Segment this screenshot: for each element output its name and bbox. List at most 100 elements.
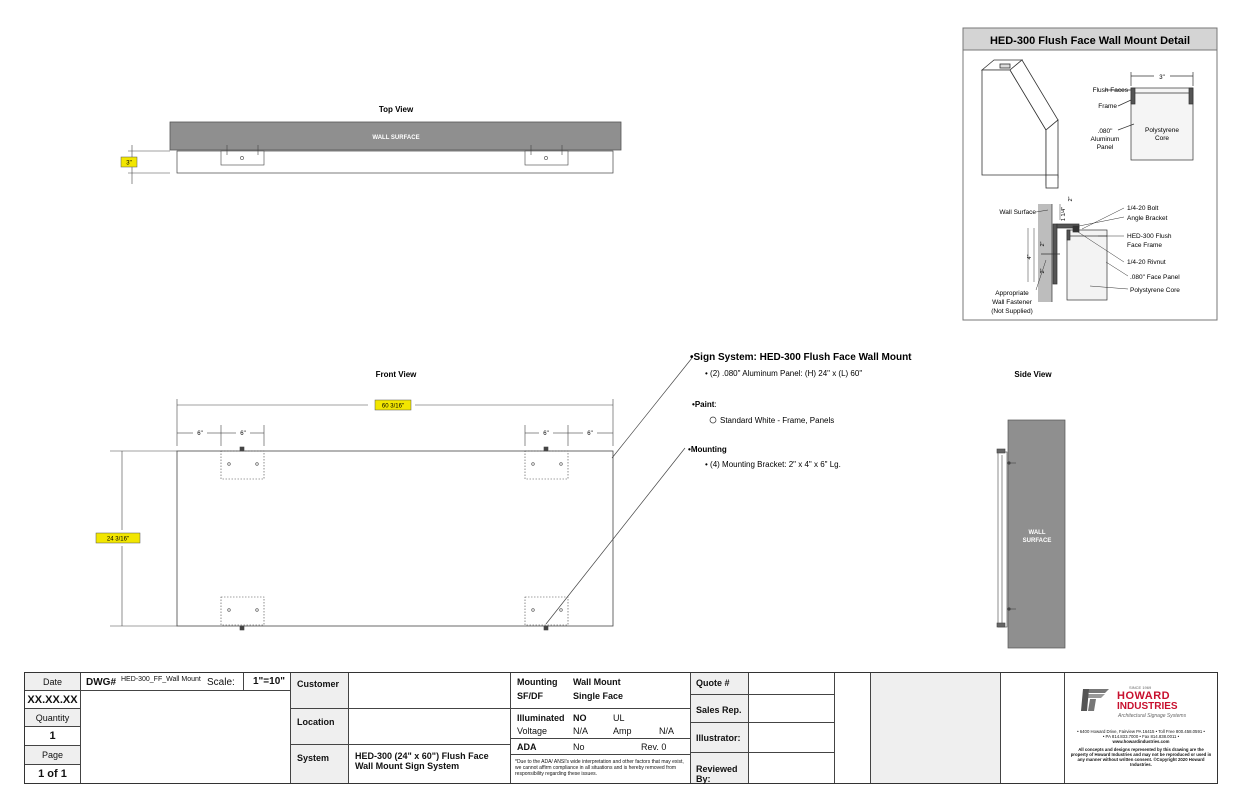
front-view-height-label: 24 3/16": [107, 537, 129, 543]
approval-column-1: [835, 673, 871, 783]
detail-bolt: 1/4-20 Bolt: [1127, 205, 1159, 212]
detail-dim-3: 3": [1159, 75, 1164, 81]
detail-fastener-3: (Not Supplied): [991, 308, 1033, 315]
detail-header: [962, 27, 1218, 51]
dim-6-b: 6": [240, 431, 245, 437]
scale-label: Scale:: [207, 677, 235, 688]
logo-howard: HOWARD: [1117, 690, 1171, 702]
illuminated-label: Illuminated: [517, 713, 565, 723]
detail-section-bracket: [1027, 204, 1129, 302]
date-value-cell: XX.XX.XX: [25, 691, 81, 709]
dim-6-c: 6": [543, 431, 548, 437]
detail-dim-2-c: 2": [1040, 268, 1046, 273]
disclaimer-cell: *Due to the ADA/ ANSI's wide interpretat…: [511, 755, 691, 783]
system-label-cell: System: [291, 745, 349, 783]
front-view-bracket-offset-dimensions: [177, 425, 613, 446]
customer-value-cell: [349, 673, 511, 709]
front-view-length-dimension: [176, 399, 614, 446]
quote-label-cell: Quote #: [691, 673, 749, 695]
date-label: Date: [42, 677, 62, 687]
top-view-sign-outline: [176, 150, 614, 174]
system-value: HED-300 (24" x 60") Flush Face Wall Moun…: [355, 751, 489, 771]
leader-mounting: [545, 447, 686, 625]
logo-tagline: Architectural Signage Systems: [1118, 713, 1187, 719]
detail-poly-core: Polystyrene Core: [1130, 287, 1180, 294]
ada-cell: ADA No Rev. 0: [511, 739, 691, 755]
top-view-depth-label: 3": [126, 161, 131, 167]
paint-swatch-white: [709, 416, 717, 424]
side-view-wall: [1007, 419, 1066, 649]
ul-label: UL: [613, 713, 625, 723]
customer-label: Customer: [297, 679, 340, 689]
illustrator-value-cell: [749, 723, 835, 753]
detail-dim-2-b: 2": [1040, 241, 1046, 246]
page-value-cell: 1 of 1: [25, 765, 81, 783]
detail-aluminum-2: Aluminum: [1091, 136, 1120, 143]
amp-value: N/A: [659, 726, 675, 736]
note-mounting-title: •Mounting: [688, 445, 727, 454]
detail-dim-4: 4": [1027, 254, 1033, 259]
quantity-label: Quantity: [35, 713, 70, 723]
top-view-title: Top View: [379, 105, 414, 114]
side-view-sign-profile: [996, 448, 1016, 628]
note-sign-system-title: •Sign System: HED-300 Flush Face Wall Mo…: [690, 352, 912, 363]
quote-value-cell: [749, 673, 835, 695]
detail-wall-surface: Wall Surface: [999, 209, 1036, 216]
note-mounting-item: • (4) Mounting Bracket: 2" x 4" x 6" Lg.: [705, 460, 841, 469]
detail-dim-2-a: 2": [1068, 196, 1074, 201]
dim-6-d: 6": [587, 431, 592, 437]
page-label-cell: Page: [25, 746, 81, 765]
sales-label-cell: Sales Rep.: [691, 695, 749, 723]
sales-label: Sales Rep.: [696, 705, 742, 715]
top-view-bracket-right: [524, 145, 569, 166]
address-website: www.howardindustries.com: [1112, 739, 1170, 744]
detail-cabinet-3d: [980, 59, 1059, 189]
date-label-cell: Date: [25, 673, 81, 691]
reviewed-label: Reviewed By:: [696, 764, 738, 784]
detail-aluminum-3: Panel: [1097, 144, 1114, 151]
detail-poly-1: Polystyrene: [1145, 127, 1179, 134]
mounting-value: Wall Mount: [573, 677, 621, 687]
quote-label: Quote #: [696, 678, 730, 688]
detail-hed-frame-1: HED-300 Flush: [1127, 233, 1172, 240]
dwg-cell: DWG# HED-300_FF_Wall Mount Scale: 1"=10": [81, 673, 291, 691]
approval-column-2: [871, 673, 1001, 783]
detail-frame: Frame: [1098, 103, 1117, 110]
detail-rivnut: 1/4-20 Rivnut: [1127, 259, 1166, 266]
detail-flush-faces: Flush Faces: [1093, 87, 1129, 94]
logo-since: SINCE 1969: [1129, 685, 1152, 690]
sfdf-label: SF/DF: [517, 691, 543, 701]
illustrator-label: Illustrator:: [696, 733, 741, 743]
location-label-cell: Location: [291, 709, 349, 745]
location-value-cell: [349, 709, 511, 745]
customer-label-cell: Customer: [291, 673, 349, 709]
side-view-title: Side View: [1014, 370, 1052, 379]
detail-fastener-2: Wall Fastener: [992, 299, 1033, 306]
note-paint-item: Standard White - Frame, Panels: [720, 416, 834, 425]
illustrator-label-cell: Illustrator:: [691, 723, 749, 753]
quantity-value: 1: [49, 730, 56, 742]
date-value: XX.XX.XX: [27, 694, 78, 706]
howard-logo-mark-icon: [1081, 689, 1109, 711]
front-view-title: Front View: [376, 370, 418, 379]
system-value-cell: HED-300 (24" x 60") Flush Face Wall Moun…: [349, 745, 511, 783]
detail-poly-2: Core: [1155, 135, 1169, 142]
dim-6-a: 6": [197, 431, 202, 437]
side-view-wall-label-1: WALL: [1029, 530, 1046, 536]
logo-cell: SINCE 1969 HOWARD INDUSTRIES Architectur…: [1065, 673, 1217, 783]
dwg-label: DWG#: [86, 677, 116, 688]
title-block: Date XX.XX.XX Quantity 1 Page 1 of 1 DWG…: [24, 672, 1218, 784]
top-view-wall-label: WALL SURFACE: [372, 135, 419, 141]
page-value: 1 of 1: [38, 768, 67, 780]
note-sign-system-item: • (2) .080" Aluminum Panel: (H) 24" x (L…: [705, 369, 862, 378]
reviewed-label-cell: Reviewed By:: [691, 753, 749, 784]
detail-face-panel: .080" Face Panel: [1130, 274, 1180, 281]
scale-value: 1"=10": [253, 676, 286, 687]
address-line-1: • 6400 Howard Drive, Fairview PA 16415 •…: [1077, 729, 1205, 734]
front-view-brackets: [220, 446, 569, 631]
address-line-2: • PA 814.833.7000 • Fax 814.838.0011 •: [1102, 734, 1180, 739]
detail-aluminum-1: .080": [1098, 128, 1114, 135]
detail-angle-bracket: Angle Bracket: [1127, 215, 1168, 222]
location-label: Location: [297, 717, 335, 727]
